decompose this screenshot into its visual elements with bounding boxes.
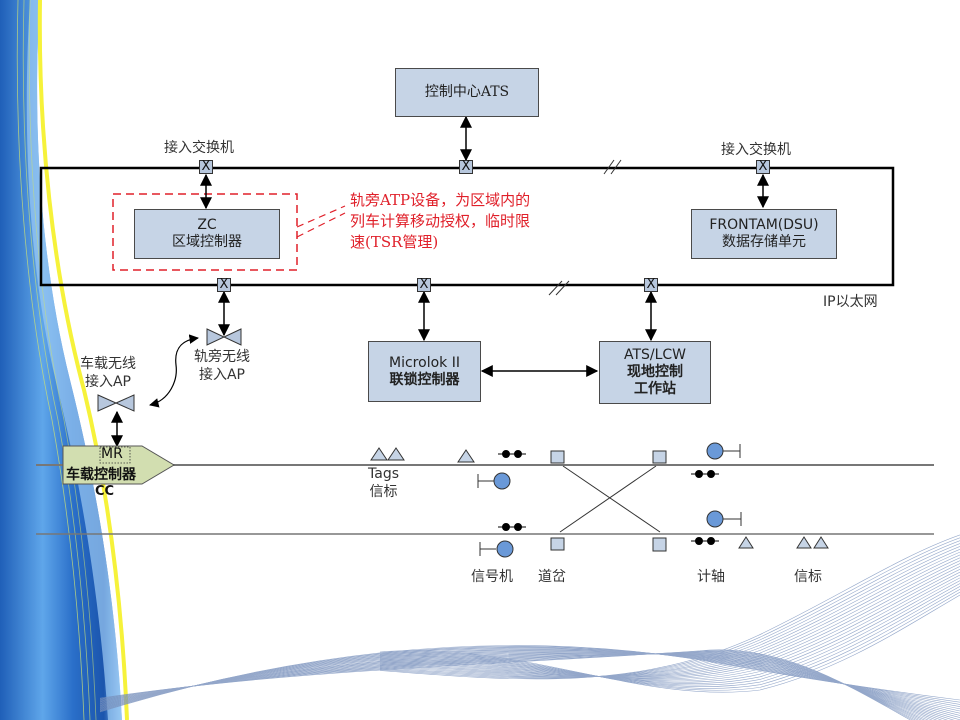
ats-lcw-line3: 工作站 <box>634 380 676 397</box>
wave-line <box>379 566 960 679</box>
yellow-accent-line <box>37 0 129 720</box>
axle-counter-icons <box>498 450 719 545</box>
ats-control-center-box: 控制中心ATS <box>395 68 539 117</box>
tags-label: Tags 信标 <box>368 465 399 501</box>
trackside-ap-line1: 轨旁无线 <box>194 349 250 365</box>
switch-icon-zc: X <box>199 160 213 174</box>
switch-label-left: 接入交换机 <box>164 140 234 156</box>
zc-title: ZC <box>197 217 217 234</box>
wave-line <box>379 551 960 677</box>
onboard-ap-label: 车载无线 接入AP <box>80 355 136 391</box>
ip-ethernet-label: IP以太网 <box>823 294 878 310</box>
wave-line <box>379 554 960 677</box>
ats-control-center-label: 控制中心ATS <box>424 84 510 101</box>
switch-icon-trackside-ap: X <box>217 278 231 292</box>
switch-icon-ats: X <box>459 160 473 174</box>
break-mark-bottom <box>548 280 570 296</box>
wave-line <box>379 543 960 678</box>
wave-line <box>379 571 960 681</box>
ats-lcw-title: ATS/LCW <box>623 347 687 364</box>
zc-box: ZC 区域控制器 <box>134 209 280 259</box>
cc-vehicle-shape <box>62 445 175 485</box>
microlok-subtitle: 联锁控制器 <box>389 371 460 388</box>
dsu-subtitle: 数据存储单元 <box>722 234 806 250</box>
wave-line <box>379 548 960 677</box>
switch-point-icons <box>550 450 667 552</box>
legend-switch: 道岔 <box>538 569 566 585</box>
tags-line1: Tags <box>368 466 399 482</box>
switch-icon-ats-lcw: X <box>644 278 658 292</box>
cc-name-label: 车载控制器 <box>66 467 136 483</box>
cc-abbr-label: CC <box>95 484 115 499</box>
annotation-line-2: 列车计算移动授权，临时限 <box>350 212 531 230</box>
wave-line <box>379 568 960 680</box>
wave-line <box>379 563 960 678</box>
onboard-ap-icon <box>97 394 135 412</box>
dsu-box: FRONTAM(DSU) 数据存储单元 <box>691 209 837 259</box>
wave-line <box>379 537 960 679</box>
legend-signal: 信号机 <box>471 569 513 585</box>
beacon-icons <box>370 447 829 549</box>
zc-annotation: 轨旁ATP设备，为区域内的 列车计算移动授权，临时限 速(TSR管理) <box>350 190 530 253</box>
left-light-band <box>26 0 123 720</box>
signal-icons <box>477 442 742 558</box>
annotation-leader-2 <box>296 212 346 238</box>
wave-line <box>379 586 960 688</box>
dsu-title: FRONTAM(DSU) <box>709 217 819 234</box>
break-mark-top <box>603 159 622 175</box>
microlok-title: Microlok II <box>389 354 460 371</box>
switch-label-right: 接入交换机 <box>721 142 791 158</box>
wave-line <box>99 649 911 720</box>
trackside-ap-line2: 接入AP <box>198 367 246 383</box>
wireless-link <box>149 334 199 408</box>
microlok-box: Microlok II 联锁控制器 <box>368 341 481 402</box>
wave-line <box>379 534 960 680</box>
wave-line <box>379 583 960 686</box>
legend-beacon: 信标 <box>794 569 822 585</box>
trackside-ap-icon <box>206 328 242 346</box>
zc-subtitle: 区域控制器 <box>172 234 242 250</box>
switch-icon-microlok: X <box>417 278 431 292</box>
onboard-ap-line1: 车载无线 <box>80 356 136 372</box>
bottom-wave-lines <box>99 534 960 720</box>
mr-box <box>99 446 131 464</box>
wave-line <box>379 560 960 678</box>
crossover-a <box>562 465 661 533</box>
tags-line2: 信标 <box>369 484 398 500</box>
cc-mr-label: MR <box>101 446 123 462</box>
switch-icon-dsu: X <box>756 160 770 174</box>
wave-line <box>379 546 960 678</box>
legend-axle-counter: 计轴 <box>697 569 725 585</box>
ats-lcw-line2: 现地控制 <box>627 364 683 381</box>
trackside-ap-label: 轨旁无线 接入AP <box>194 348 250 384</box>
annotation-line-3: 速(TSR管理) <box>350 233 439 251</box>
ats-lcw-box: ATS/LCW 现地控制 工作站 <box>599 341 711 404</box>
annotation-line-1: 轨旁ATP设备，为区域内的 <box>350 191 531 209</box>
annotation-leader-1 <box>296 205 346 228</box>
wave-line <box>379 557 960 677</box>
crossover-b <box>559 465 657 533</box>
onboard-ap-line2: 接入AP <box>84 374 132 390</box>
